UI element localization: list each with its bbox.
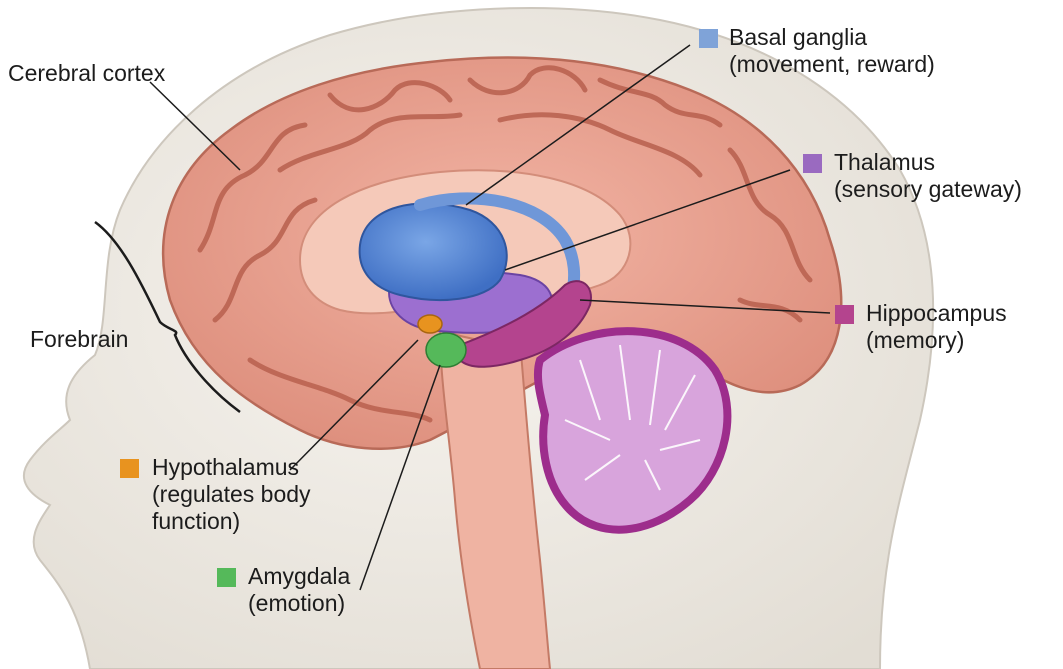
hippocampus-swatch <box>835 305 854 324</box>
hypothalamus-role-line2: function) <box>152 508 311 535</box>
basal-ganglia-name: Basal ganglia <box>729 24 935 51</box>
basal-ganglia-swatch <box>699 29 718 48</box>
amygdala-label: Amygdala (emotion) <box>248 563 350 617</box>
hippocampus-name: Hippocampus <box>866 300 1007 327</box>
forebrain-label: Forebrain <box>30 326 128 353</box>
amygdala-shape <box>426 333 466 367</box>
hypothalamus-name: Hypothalamus <box>152 454 311 481</box>
thalamus-role: (sensory gateway) <box>834 176 1022 203</box>
hypothalamus-shape <box>418 315 442 333</box>
basal-ganglia-shape <box>360 203 507 300</box>
basal-ganglia-label: Basal ganglia (movement, reward) <box>729 24 935 78</box>
hippocampus-label: Hippocampus (memory) <box>866 300 1007 354</box>
hypothalamus-label: Hypothalamus (regulates body function) <box>152 454 311 535</box>
thalamus-swatch <box>803 154 822 173</box>
cerebral-cortex-label: Cerebral cortex <box>8 60 165 87</box>
basal-ganglia-role: (movement, reward) <box>729 51 935 78</box>
amygdala-role: (emotion) <box>248 590 350 617</box>
hippocampus-role: (memory) <box>866 327 1007 354</box>
amygdala-swatch <box>217 568 236 587</box>
thalamus-label: Thalamus (sensory gateway) <box>834 149 1022 203</box>
hypothalamus-role-line1: (regulates body <box>152 481 311 508</box>
hypothalamus-swatch <box>120 459 139 478</box>
amygdala-name: Amygdala <box>248 563 350 590</box>
thalamus-name: Thalamus <box>834 149 1022 176</box>
